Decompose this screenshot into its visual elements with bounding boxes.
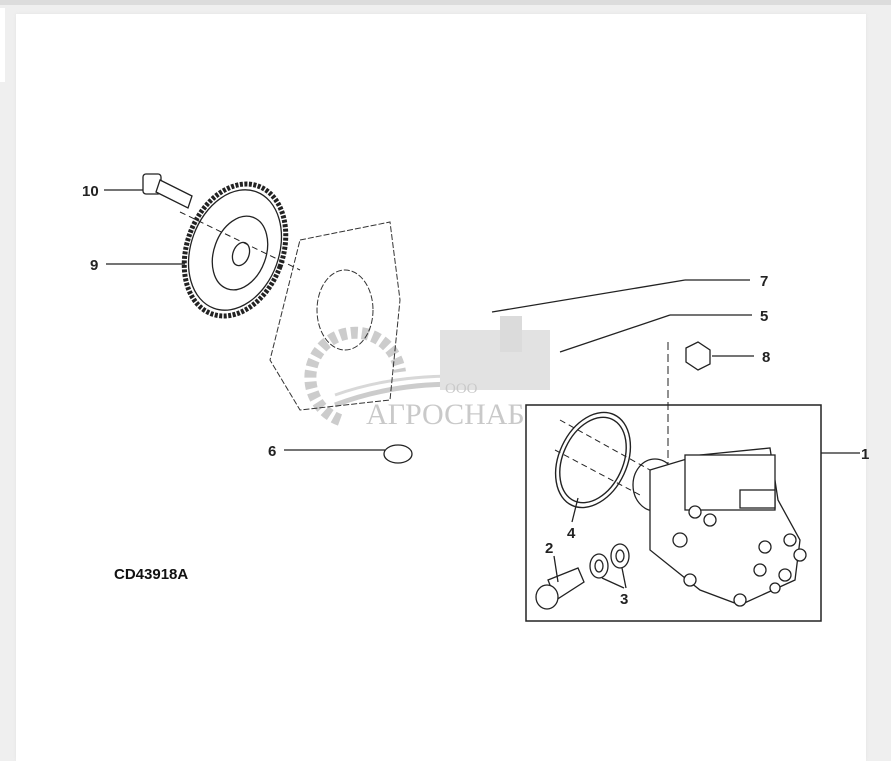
drawing-code: CD43918A [114, 566, 189, 583]
washers-part-3 [589, 543, 630, 579]
watermark-prefix: ООО [445, 381, 478, 397]
gear-part-9 [181, 181, 289, 319]
callout-6: 6 [268, 443, 276, 460]
callout-7: 7 [760, 273, 768, 290]
o-ring-part-4 [554, 411, 632, 509]
banjo-bolt-part-2 [535, 567, 585, 610]
callout-3: 3 [620, 591, 628, 608]
assembly-box [525, 404, 822, 622]
callout-5: 5 [760, 308, 768, 325]
bolt-part-10 [142, 173, 193, 209]
injection-pump [632, 447, 807, 607]
watermark-name: АГРОСНАБ [366, 398, 525, 431]
callout-4: 4 [567, 525, 576, 542]
leader-lines [104, 189, 754, 589]
watermark-logo: ООО АГРОСНАБ [304, 316, 550, 431]
left-panel-edge [0, 8, 5, 82]
clip-part-6 [383, 444, 413, 464]
callout-8: 8 [762, 349, 770, 366]
callout-labels: 10 9 7 5 8 6 4 2 3 1 [82, 183, 869, 608]
top-bar [0, 0, 891, 5]
callout-10: 10 [82, 183, 99, 200]
callout-1: 1 [861, 446, 869, 463]
assembly-axis-lines [179, 211, 651, 496]
housing-plate [269, 221, 401, 411]
callout-9: 9 [90, 257, 98, 274]
nut-part-8 [685, 341, 711, 371]
callout-2: 2 [545, 540, 553, 557]
